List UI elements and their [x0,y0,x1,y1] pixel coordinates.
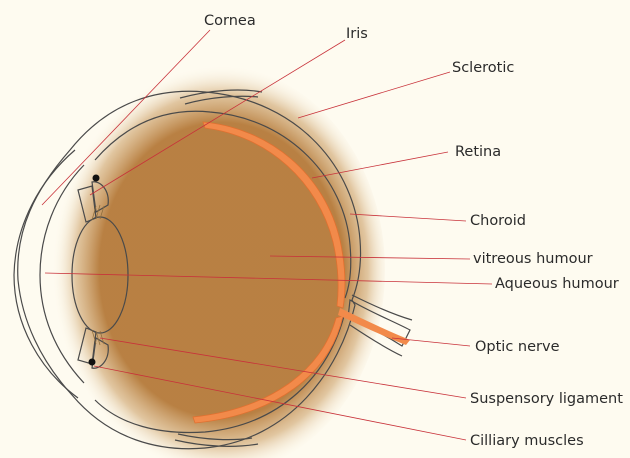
label-aqueous-humour: Aqueous humour [495,276,619,292]
label-iris: Iris [346,26,368,42]
ciliary-muscle-dot-upper [93,175,100,182]
label-optic-nerve: Optic nerve [475,339,560,355]
label-vitreous-humour: vitreous humour [473,251,593,267]
label-choroid: Choroid [470,213,526,229]
ciliary-muscle-dot-lower [89,359,96,366]
leader-sclerotic [298,72,450,118]
label-cornea: Cornea [204,13,256,29]
label-ciliary-muscles: Cilliary muscles [470,433,584,449]
label-sclerotic: Sclerotic [452,60,514,76]
label-suspensory-ligament: Suspensory ligament [470,391,623,407]
label-retina: Retina [455,144,501,160]
